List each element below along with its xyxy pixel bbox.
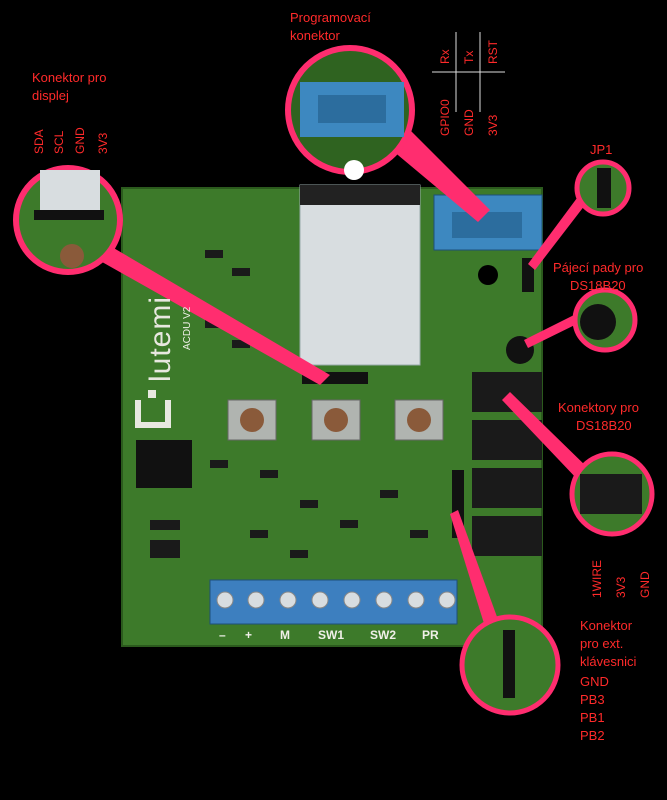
display-pin-sda: SDA: [32, 129, 46, 154]
label-prog-2: konektor: [290, 28, 340, 43]
conn-pin-1wire: 1WIRE: [590, 559, 604, 598]
label-pads-2: DS18B20: [570, 278, 626, 293]
callout-keypad: [450, 510, 500, 630]
conn-pin-3v3: 3V3: [614, 576, 628, 598]
keypad-pin-gnd: GND: [580, 674, 609, 689]
ds18b20-conn-3: [472, 468, 542, 508]
callout-prog: [380, 120, 490, 222]
terminal-label-sw2: SW2: [370, 628, 397, 642]
prog-pin-3v3: 3V3: [486, 114, 500, 136]
label-connectors-1: Konektory pro: [558, 400, 639, 415]
keypad-pin-pb2: PB2: [580, 728, 605, 743]
callout-display: [95, 240, 330, 385]
display-pin-3v3: 3V3: [96, 132, 110, 154]
prog-pin-rx: Rx: [438, 49, 452, 64]
label-prog-1: Programovací: [290, 10, 371, 25]
terminal-label-pr: PR: [422, 628, 439, 642]
terminal-label-sw1: SW1: [318, 628, 345, 642]
label-display-1: Konektor pro: [32, 70, 107, 85]
callout-jp1: [528, 198, 585, 270]
prog-pin-tx: Tx: [462, 50, 476, 64]
display-pin-scl: SCL: [52, 130, 66, 154]
ds18b20-conn-4: [472, 516, 542, 556]
board-brand: lutemi: [144, 295, 177, 382]
terminal-label-m: M: [280, 628, 290, 642]
keypad-pin-pb3: PB3: [580, 692, 605, 707]
esp-module: [299, 184, 421, 366]
terminal-label-plus: +: [245, 628, 253, 642]
power-chip: [136, 440, 192, 488]
conn-pin-gnd: GND: [638, 571, 652, 598]
terminal-label-minus: –: [219, 628, 226, 642]
label-keypad-1: Konektor: [580, 618, 633, 633]
label-display-2: displej: [32, 88, 69, 103]
label-keypad-2: pro ext.: [580, 636, 624, 651]
label-connectors-2: DS18B20: [576, 418, 632, 433]
label-jp1: JP1: [590, 142, 613, 157]
label-keypad-3: klávesnici: [580, 654, 637, 669]
board-model: ACDU V2: [182, 306, 193, 350]
callout-pads: [524, 312, 585, 348]
keypad-pin-pb1: PB1: [580, 710, 605, 725]
callout-connectors: [502, 392, 590, 480]
display-pin-gnd: GND: [73, 127, 87, 154]
prog-pin-gpio0: GPIO0: [438, 99, 452, 136]
ds18b20-conn-1: [472, 372, 542, 412]
prog-pin-gnd: GND: [462, 109, 476, 136]
prog-pin-rst: RST: [486, 40, 500, 64]
label-pads-1: Pájecí pady pro: [553, 260, 644, 275]
